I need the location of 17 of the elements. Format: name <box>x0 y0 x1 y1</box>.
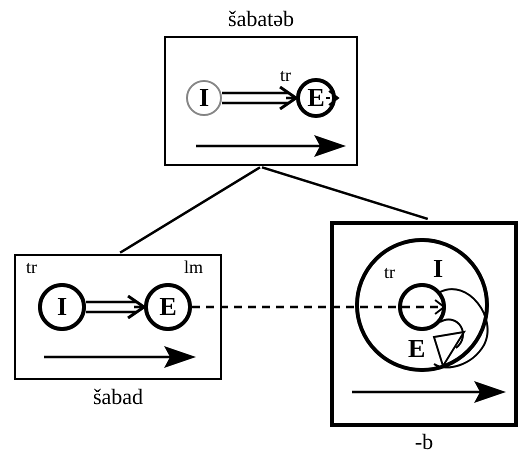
connector-line <box>119 166 261 254</box>
double-arrow <box>84 294 146 320</box>
connector-line <box>262 166 428 220</box>
role-label: tr <box>384 263 395 281</box>
letter: E <box>159 294 177 320</box>
heading: šabatəb <box>228 8 294 30</box>
letter: I <box>198 85 210 111</box>
double-arrow <box>220 86 298 110</box>
role-label: lm <box>184 258 204 276</box>
role-label: tr <box>26 258 37 276</box>
letter: E <box>307 85 325 111</box>
letter: I <box>56 294 68 320</box>
heading: -b <box>414 431 434 453</box>
letter: I <box>433 256 444 282</box>
letter: E <box>408 336 426 362</box>
heading: šabad <box>92 386 144 408</box>
role-label: tr <box>280 66 291 84</box>
